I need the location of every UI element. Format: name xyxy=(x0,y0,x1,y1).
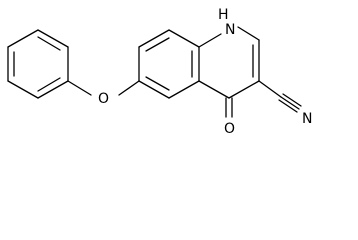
atom-label-nitrile-nitrogen: N xyxy=(302,111,312,127)
phenyl-ring xyxy=(7,29,69,99)
ether-linkage xyxy=(67,80,140,96)
benzo-ring xyxy=(138,29,200,99)
nitrile-bond xyxy=(258,80,302,113)
atom-label-nh-hydrogen: H xyxy=(218,7,229,23)
atom-label-ether-oxygen: O xyxy=(98,91,109,107)
atom-label-nh-nitrogen: N xyxy=(225,22,235,38)
molecule-structure: H N O O N xyxy=(7,7,312,137)
carbonyl-bond xyxy=(225,97,233,118)
pyridone-ring xyxy=(198,26,260,99)
atom-label-carbonyl-oxygen: O xyxy=(224,121,235,137)
